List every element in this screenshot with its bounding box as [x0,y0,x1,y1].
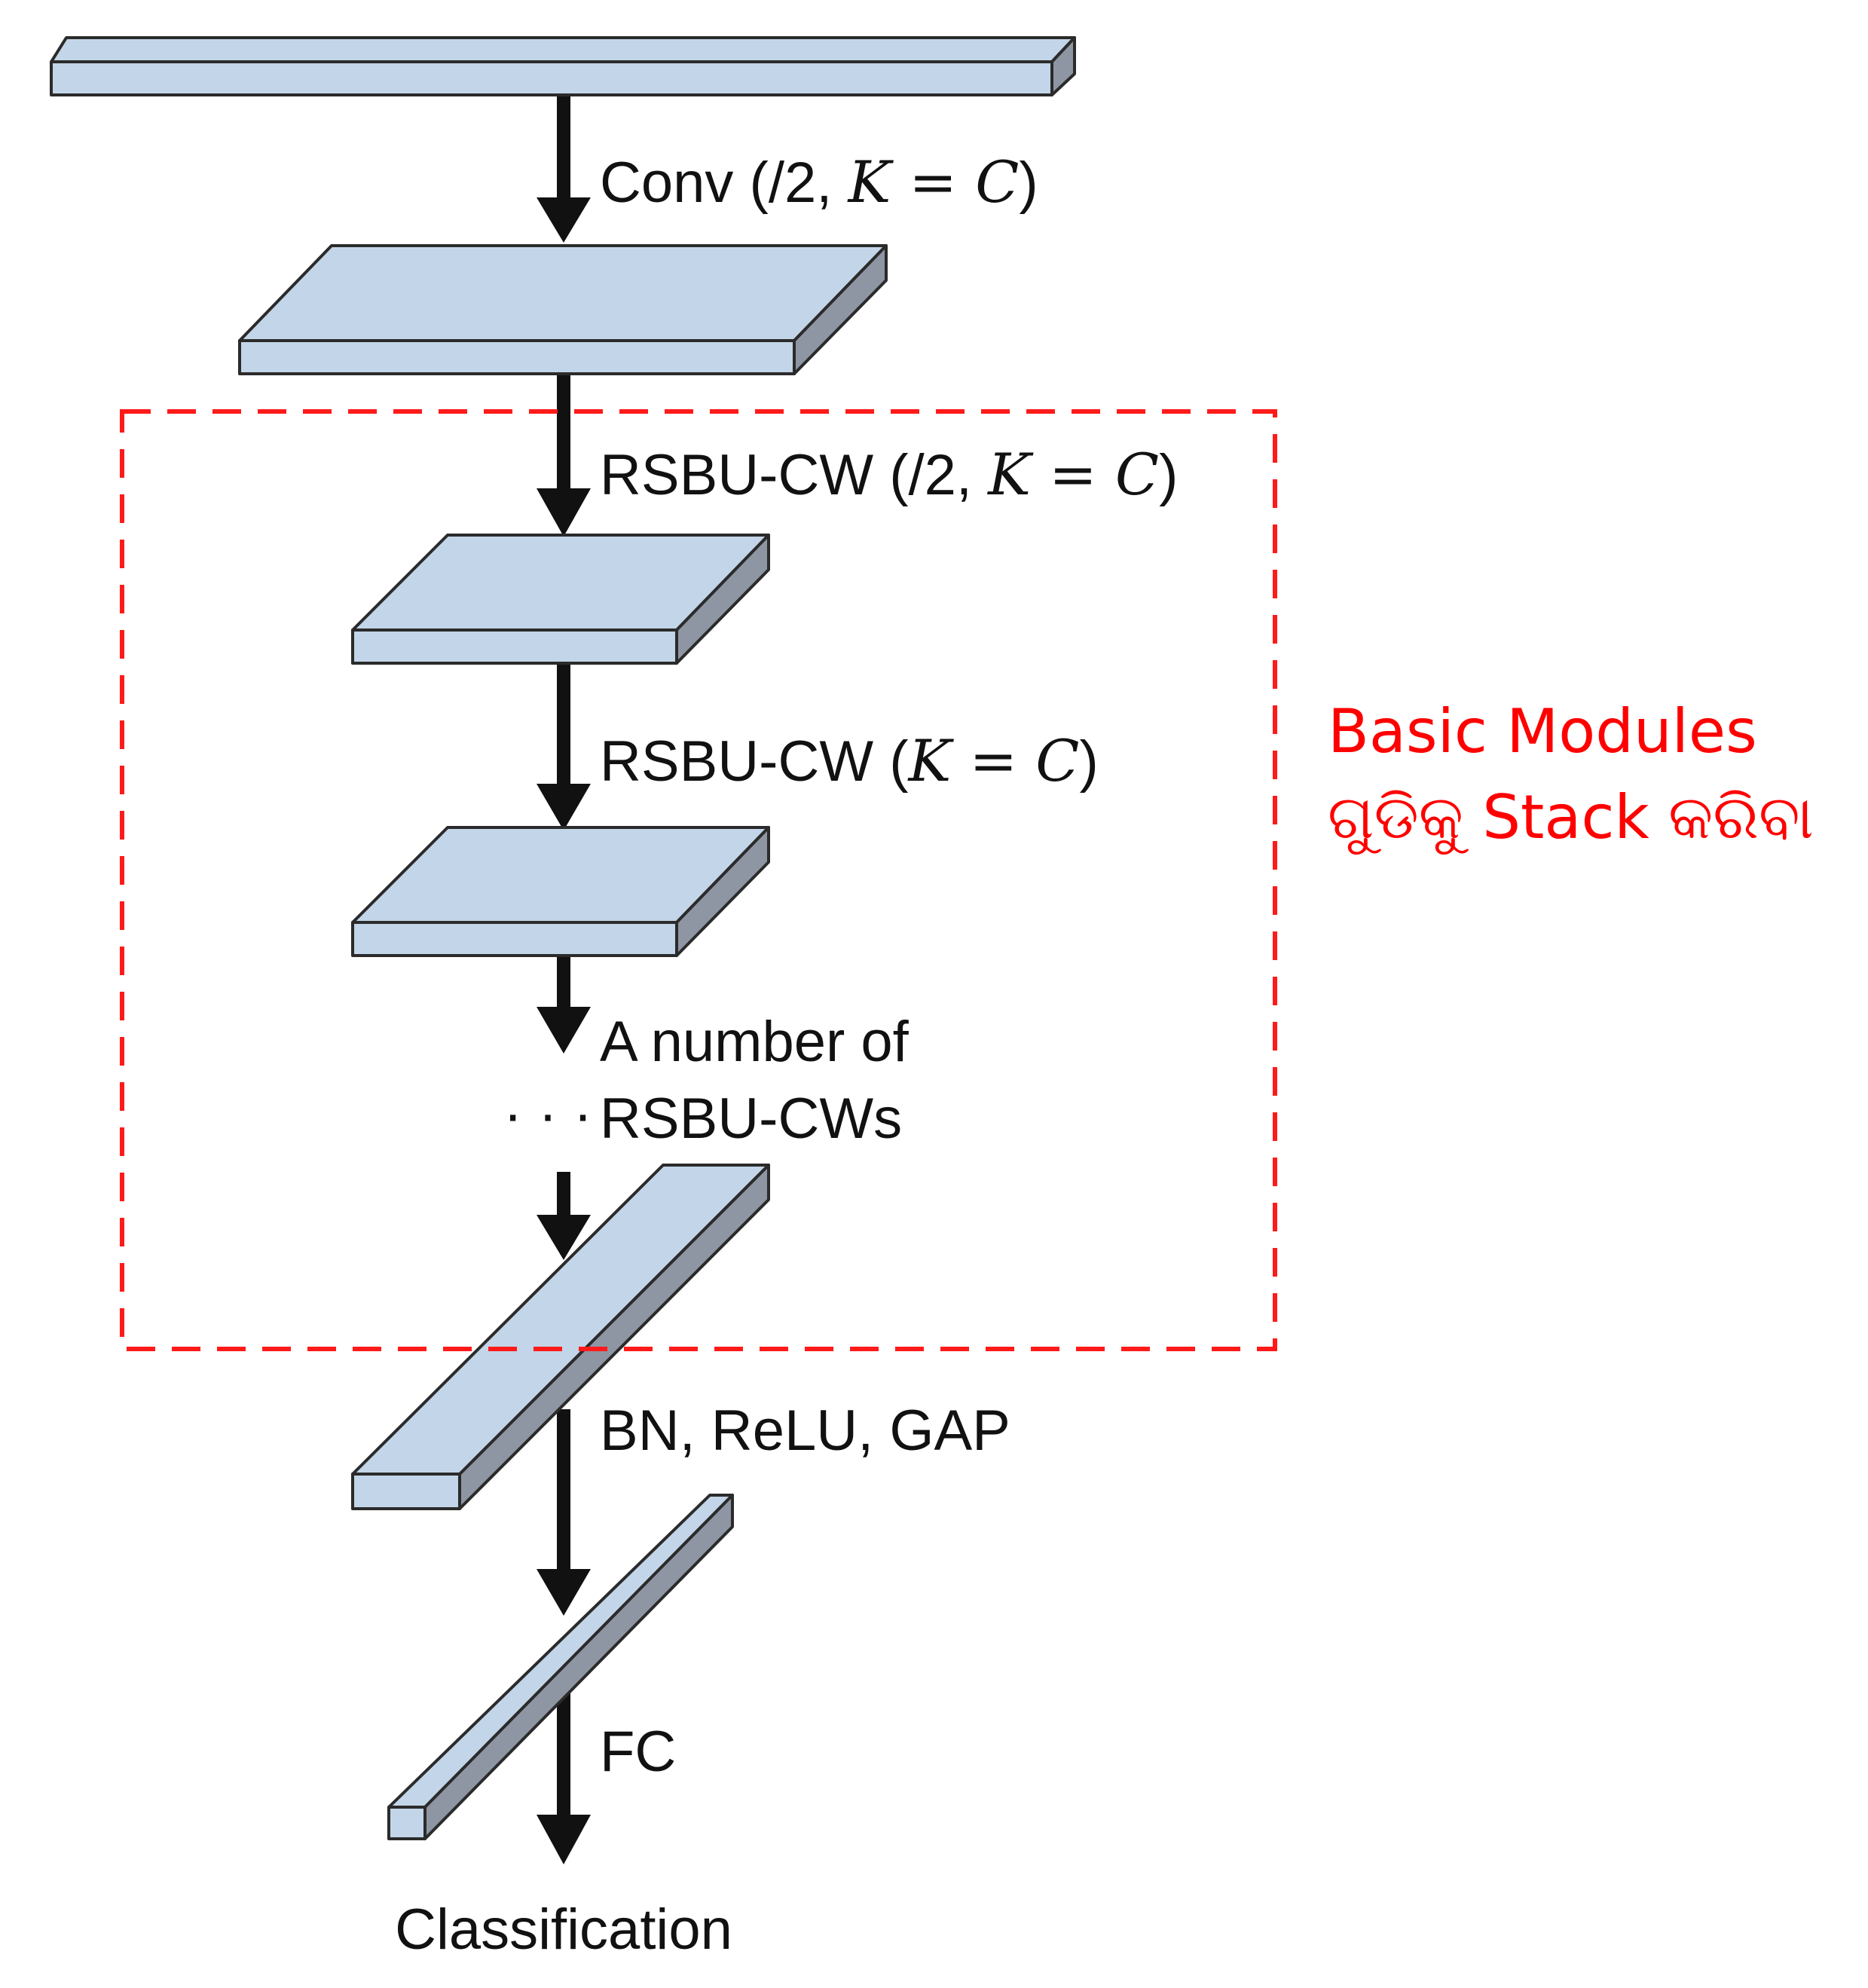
conv-slab-front [238,339,796,375]
arrow-bn [537,1409,591,1616]
final-features-slab-body [351,1164,770,1476]
conv-slab [238,244,888,375]
ellipsis-label: · · · [503,1082,592,1146]
annotation-line1: Basic Modules [1328,696,1757,766]
number-of-label-line1: A number of [600,1010,910,1074]
basic-modules-highlight-box [120,409,1277,1351]
conv-label: Conv (/2, K = C) [600,148,1038,216]
number-of-label-line2: RSBU-CWs [600,1087,902,1151]
arrow-many [537,956,591,1054]
rsbu2-label: RSBU-CW (K = C) [600,727,1099,794]
arrow-conv [537,96,591,243]
flow-arrows [537,96,591,1864]
fc-slab-front [387,1806,426,1840]
input-slab-top [50,36,1076,63]
rsbu2-slab-front [351,921,678,957]
input-slab [50,36,1076,96]
arrow-rsbu2 [537,663,591,830]
final-features-slab [351,1164,770,1510]
fc-label: FC [600,1720,676,1784]
fc-slab [387,1494,734,1840]
final-features-slab-front [351,1473,461,1510]
arrow-into-last [537,1172,591,1260]
classification-label: Classification [395,1898,732,1962]
rsbu1-label: RSBU-CW (/2, K = C) [600,441,1178,508]
fc-slab-side [423,1494,734,1840]
arrow-rsbu1 [537,374,591,537]
conv-slab-top [238,244,888,342]
rsbu2-slab [351,826,770,957]
bn-relu-gap-label: BN, ReLU, GAP [600,1399,1010,1463]
arrow-fc [537,1687,591,1864]
rsbu1-slab [351,534,770,665]
rsbu1-slab-front [351,629,678,665]
annotation-line2: ଗୁଡିକୁ Stack କରିବା [1328,782,1814,855]
input-slab-front [50,60,1053,96]
